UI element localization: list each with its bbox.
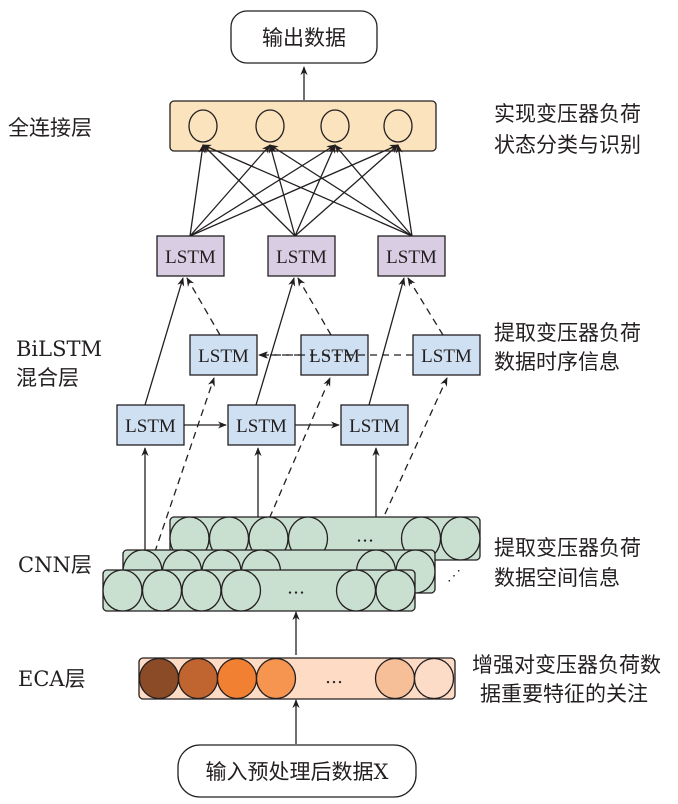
fc-desc-line2: 状态分类与识别 xyxy=(494,133,641,157)
bilstm-desc-line1: 提取变压器负荷 xyxy=(494,321,641,345)
eca-attention-neuron xyxy=(177,657,219,700)
cnn-feature-map-3: … xyxy=(169,516,481,561)
cnn-to-backward-edge xyxy=(146,377,215,576)
lstm-forward-cell: LSTM xyxy=(227,404,296,446)
fc-desc-line1: 实现变压器负荷 xyxy=(494,102,641,126)
lstm-cell-label: LSTM xyxy=(125,416,176,437)
cnn-neuron xyxy=(335,569,377,612)
cnn-ellipsis: … xyxy=(287,578,305,599)
input-data-node: 输入预处理后数据X xyxy=(177,744,417,798)
lstm-cell-label: LSTM xyxy=(276,247,327,268)
eca-attention-neuron xyxy=(413,657,455,700)
fc-connection-edge xyxy=(294,144,336,237)
fc-connection-edge xyxy=(268,144,296,237)
fc-connection-edge xyxy=(294,144,399,237)
eca-desc-line1: 增强对变压器负荷数 xyxy=(472,653,661,677)
lstm-forward-cell: LSTM xyxy=(116,404,185,446)
eca-layer-box: … xyxy=(138,657,456,700)
eca-ellipsis: … xyxy=(325,667,343,688)
input-data-label: 输入预处理后数据X xyxy=(206,760,389,784)
lstm-output-cell: LSTM xyxy=(377,235,446,277)
fc-connection-edge xyxy=(269,144,413,237)
lstm-cell-label: LSTM xyxy=(165,247,216,268)
fc-connection-edge xyxy=(395,144,413,237)
fc-connection-edge xyxy=(202,144,413,237)
eca-attention-neuron xyxy=(216,657,258,700)
fc-neuron xyxy=(255,109,285,143)
lstm-output-cell: LSTM xyxy=(156,235,225,277)
bilstm-layer-label-1: BiLSTM xyxy=(16,337,102,361)
fc-layer-box xyxy=(169,100,437,152)
cnn-neuron xyxy=(181,569,222,612)
bilstm-desc-line2: 数据时序信息 xyxy=(494,350,620,374)
lstm-cell-label: LSTM xyxy=(349,416,400,437)
cnn-desc-line1: 提取变压器负荷 xyxy=(494,536,641,560)
forward-to-output-edge xyxy=(144,277,185,406)
cnn-neuron xyxy=(440,516,481,561)
cnn-stack-ellipsis: ⋰ xyxy=(447,568,461,584)
fc-connection-edge xyxy=(189,144,206,237)
lstm-cell-label: LSTM xyxy=(309,346,360,367)
eca-attention-neuron xyxy=(255,657,297,700)
lstm-cell-label: LSTM xyxy=(198,346,249,367)
lstm-cell-label: LSTM xyxy=(236,416,287,437)
backward-to-output-edge xyxy=(297,277,332,336)
cnn-neuron xyxy=(141,569,183,612)
lstm-cell-label: LSTM xyxy=(386,247,437,268)
fc-connection-edge xyxy=(189,144,336,237)
cnn-neuron xyxy=(220,569,262,612)
lstm-forward-cell: LSTM xyxy=(340,404,409,446)
backward-to-output-edge xyxy=(407,277,444,336)
output-data-node: 输出数据 xyxy=(230,10,378,64)
cnn-to-backward-edge xyxy=(379,377,448,526)
fc-connection-edge xyxy=(202,144,296,237)
cnn-neuron xyxy=(375,569,416,612)
fc-connection-edge xyxy=(189,144,271,237)
fc-neuron xyxy=(383,109,413,143)
output-data-label: 输出数据 xyxy=(262,26,346,50)
fc-layer-label: 全连接层 xyxy=(8,116,92,140)
forward-to-output-edge xyxy=(368,277,406,406)
forward-to-output-edge xyxy=(255,277,296,406)
cnn-desc-line2: 数据空间信息 xyxy=(494,566,620,590)
bilstm-layer-label-2: 混合层 xyxy=(16,366,79,390)
cnn-layer-label: CNN层 xyxy=(18,553,92,577)
fully-connected-edges xyxy=(189,144,413,237)
cnn-feature-map-1: … xyxy=(102,569,416,612)
lstm-backward-cell: LSTM xyxy=(412,334,481,376)
fc-neuron xyxy=(320,109,350,143)
backward-to-output-edge xyxy=(186,277,221,336)
fc-connection-edge xyxy=(189,144,399,237)
eca-attention-neuron xyxy=(138,657,180,700)
fc-neuron xyxy=(188,109,218,143)
cnn-neuron xyxy=(102,569,143,612)
cnn-ellipsis: … xyxy=(356,526,374,547)
lstm-output-cell: LSTM xyxy=(267,235,336,277)
fc-connection-edge xyxy=(334,144,413,237)
lstm-cell-label: LSTM xyxy=(421,346,472,367)
eca-layer-label: ECA层 xyxy=(18,667,86,691)
cnn-to-backward-edge xyxy=(259,377,331,541)
lstm-backward-cell: LSTM xyxy=(189,334,258,376)
eca-attention-neuron xyxy=(374,657,416,700)
eca-desc-line2: 据重要特征的关注 xyxy=(480,682,648,706)
